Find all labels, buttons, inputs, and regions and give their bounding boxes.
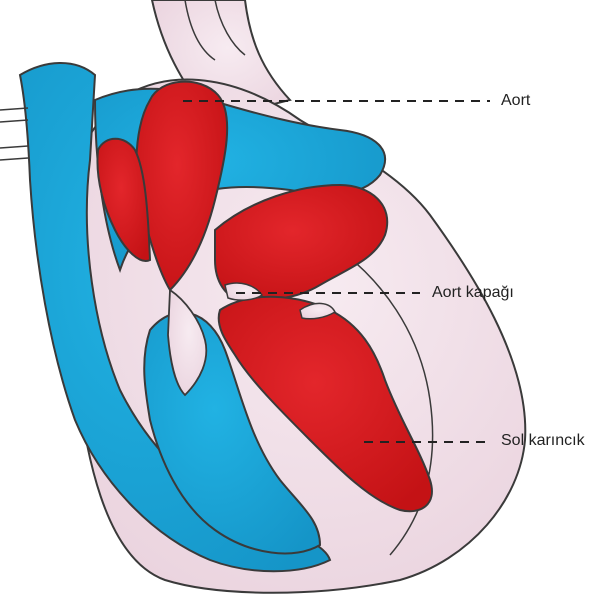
label-left-ventricle: Sol karıncık [501, 433, 585, 449]
label-aorta: Aort [501, 93, 530, 109]
label-aortic-valve: Aort kapağı [432, 285, 514, 301]
inlet-lines [0, 108, 28, 160]
